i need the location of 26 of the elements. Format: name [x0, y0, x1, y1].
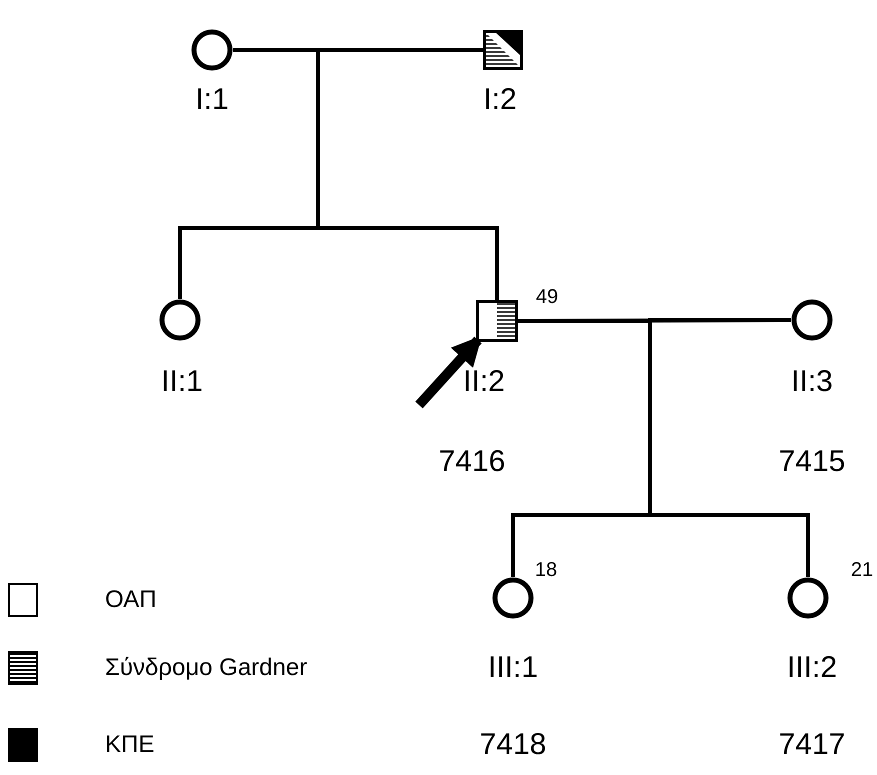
female-circle [791, 299, 833, 341]
age-label: 18 [534, 560, 558, 580]
male-square [483, 30, 523, 70]
sample-number: 7415 [778, 447, 846, 477]
pedigree-line [648, 318, 810, 577]
proband-arrow [415, 336, 482, 408]
generation-label: I:1 [195, 85, 229, 115]
female-circle [191, 29, 233, 71]
female-circle [787, 577, 829, 619]
legend-label: ΟΑΠ [105, 588, 157, 612]
legend-label: Σύνδρομο Gardner [105, 656, 308, 680]
generation-label: III:1 [488, 653, 538, 683]
generation-label: II:2 [463, 367, 505, 397]
age-label: 21 [850, 560, 874, 580]
sample-number: 7417 [778, 730, 846, 760]
generation-label: I:2 [483, 85, 517, 115]
generation-label: II:1 [161, 367, 203, 397]
female-circle [159, 299, 201, 341]
age-label: 49 [536, 287, 558, 307]
male-square [476, 300, 518, 342]
female-circle [492, 577, 534, 619]
generation-label: III:2 [786, 653, 838, 683]
sample-number: 7416 [438, 447, 506, 477]
generation-label: II:3 [791, 367, 833, 397]
sample-number: 7418 [480, 730, 546, 760]
legend-label: ΚΠΕ [105, 733, 154, 757]
